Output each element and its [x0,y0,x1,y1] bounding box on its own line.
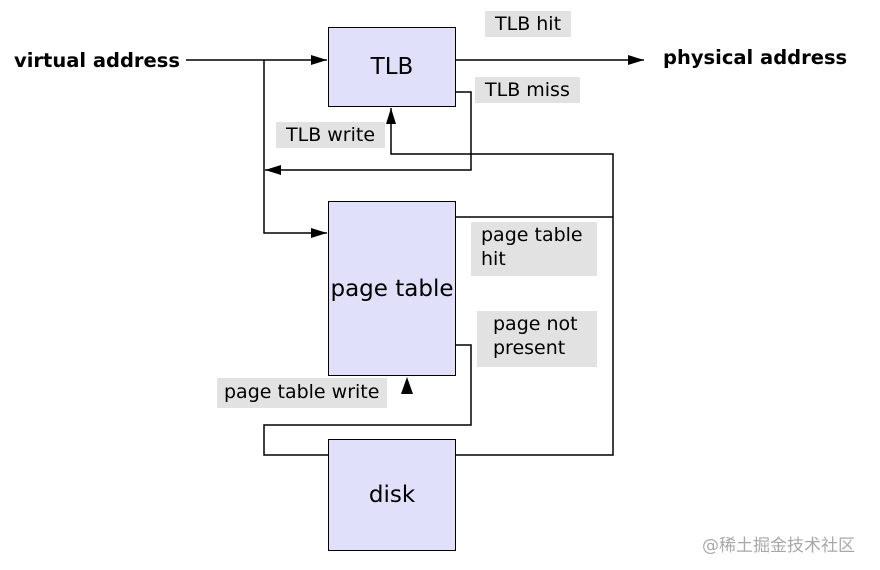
page-not-present-line [263,344,472,456]
disk-box: disk [328,439,456,551]
page-not-present-line1: page not [493,313,578,335]
tlb-hit-label: TLB hit [485,11,572,37]
virtual-address-label: virtual address [14,49,180,72]
watermark-text: @稀土掘金技术社区 [702,536,855,556]
page-table-hit-line2: hit [481,248,506,270]
physical-address-label: physical address [663,46,848,69]
tlb-write-arrow [386,108,614,456]
tlb-box: TLB [328,27,456,107]
page-not-present-label: page not present [477,311,597,367]
page-table-hit-label: page table hit [471,222,597,276]
page-not-present-line2: present [493,337,566,359]
tlb-miss-label: TLB miss [475,77,580,103]
tlb-write-label: TLB write [276,122,386,148]
page-table-write-arrowhead [401,377,413,394]
page-table-write-label: page table write [217,378,388,408]
virtual-to-page-table-arrow [263,60,327,238]
page-table-box: page table [328,201,456,376]
page-table-hit-line1: page table [481,224,583,246]
tlb-miss-arrow [265,91,472,175]
